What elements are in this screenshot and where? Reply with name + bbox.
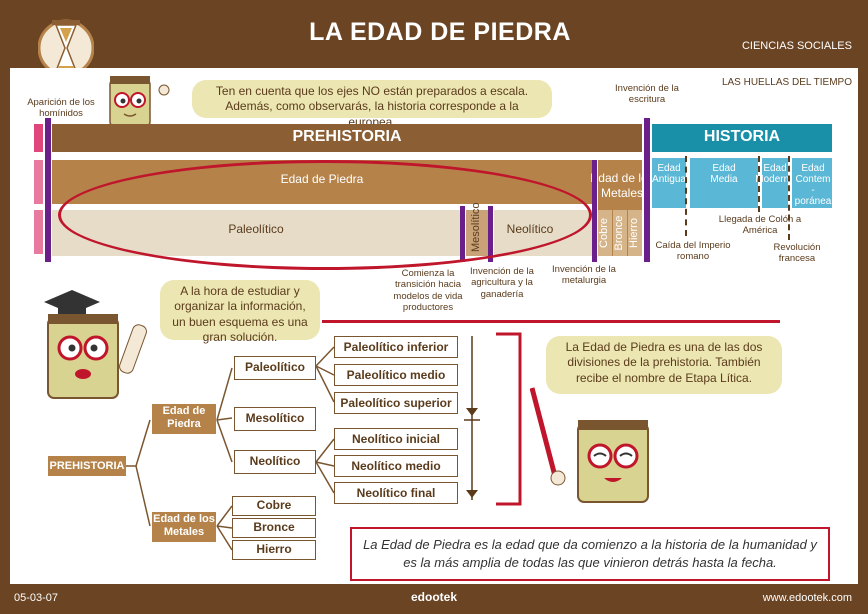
division-note-bubble: La Edad de Piedra es una de las dos divi… (546, 336, 782, 394)
scheme-neo-medio: Neolítico medio (334, 455, 458, 477)
event-imperio: Caída del Imperio romano (655, 240, 731, 263)
study-note-bubble: A la hora de estudiar y organizar la inf… (160, 280, 320, 344)
hourglass-icon (37, 8, 95, 88)
marker-revolucion (788, 156, 792, 240)
edad-antigua-label: Edad Antigua (652, 163, 686, 185)
footer-logo: edootek (410, 590, 457, 604)
event-colon: Llegada de Colón a América (718, 214, 802, 237)
scheme-cobre: Cobre (232, 496, 316, 516)
edad-media-label: Edad Media (710, 163, 738, 185)
hierro-bar (628, 210, 642, 256)
event-escritura: Invención de la escritura (615, 83, 679, 106)
pink-bar-2 (34, 160, 43, 204)
cobre-bar (598, 210, 612, 256)
event-hominidos: Aparición de los homínidos (27, 97, 95, 120)
scheme-piedra: Edad de Piedra (152, 404, 216, 434)
edad-contemporanea-label: Edad Contem-poránea (794, 163, 832, 207)
marker-hominidos (45, 118, 51, 262)
edad-media-bar (690, 158, 758, 208)
series-label: LAS HUELLAS DEL TIEMPO (721, 77, 852, 88)
event-metalurgia: Invención de la metalurgia (552, 264, 616, 287)
edad-contemporanea-bar (792, 158, 832, 208)
footer-date: 05-03-07 (14, 592, 59, 604)
event-agricultura: Invención de la agricultura y la ganader… (470, 266, 534, 300)
edad-metales-label: Edad de los Metales (590, 171, 654, 200)
subject-label: CIENCIAS SOCIALES (741, 40, 852, 52)
scheme-neolitico: Neolítico (234, 450, 316, 474)
highlight-ellipse (58, 160, 592, 270)
event-revolucion: Revolución francesa (773, 242, 821, 265)
edad-moderna-bar (762, 158, 788, 208)
scale-note-bubble: Ten en cuenta que los ejes NO están prep… (192, 80, 552, 129)
scheme-bronce: Bronce (232, 518, 316, 538)
marker-metalurgia (592, 160, 597, 262)
scheme-root: PREHISTORIA (48, 456, 126, 476)
book-mascot-icon (104, 70, 174, 130)
scheme-mesolitico: Mesolítico (234, 407, 316, 431)
divider-line (322, 320, 780, 323)
scheme-neo-final: Neolítico final (334, 482, 458, 504)
scheme-neo-inicial: Neolítico inicial (334, 428, 458, 450)
scheme-paleolitico: Paleolítico (234, 356, 316, 380)
definition-box (350, 527, 830, 581)
scheme-pal-inferior: Paleolítico inferior (334, 336, 458, 358)
page-title: LA EDAD DE PIEDRA (309, 18, 571, 46)
scheme-hierro: Hierro (232, 540, 316, 560)
bronce-bar (613, 210, 627, 256)
pink-bar-1 (34, 124, 43, 152)
edad-antigua-bar (652, 158, 686, 208)
marker-imperio (685, 156, 689, 236)
pink-bar-3 (34, 210, 43, 254)
historia-label: HISTORIA (703, 128, 781, 145)
marker-colon (758, 156, 762, 212)
event-transicion: Comienza la transición hacia modelos de … (393, 268, 463, 314)
definition-text: La Edad de Piedra es la edad que da comi… (363, 537, 817, 570)
footer-url[interactable]: www.edootek.com (762, 592, 852, 604)
graduate-mascot-icon (34, 284, 154, 404)
prehistoria-label: PREHISTORIA (292, 128, 402, 145)
scheme-metales: Edad de los Metales (152, 512, 216, 542)
edad-moderna-label: Edad Moderna (755, 163, 795, 185)
prehistoria-bar (52, 124, 642, 152)
pointer-mascot-icon (529, 380, 670, 510)
scheme-pal-superior: Paleolítico superior (334, 392, 458, 414)
marker-escritura (644, 118, 650, 262)
scheme-pal-medio: Paleolítico medio (334, 364, 458, 386)
historia-bar (652, 124, 832, 152)
